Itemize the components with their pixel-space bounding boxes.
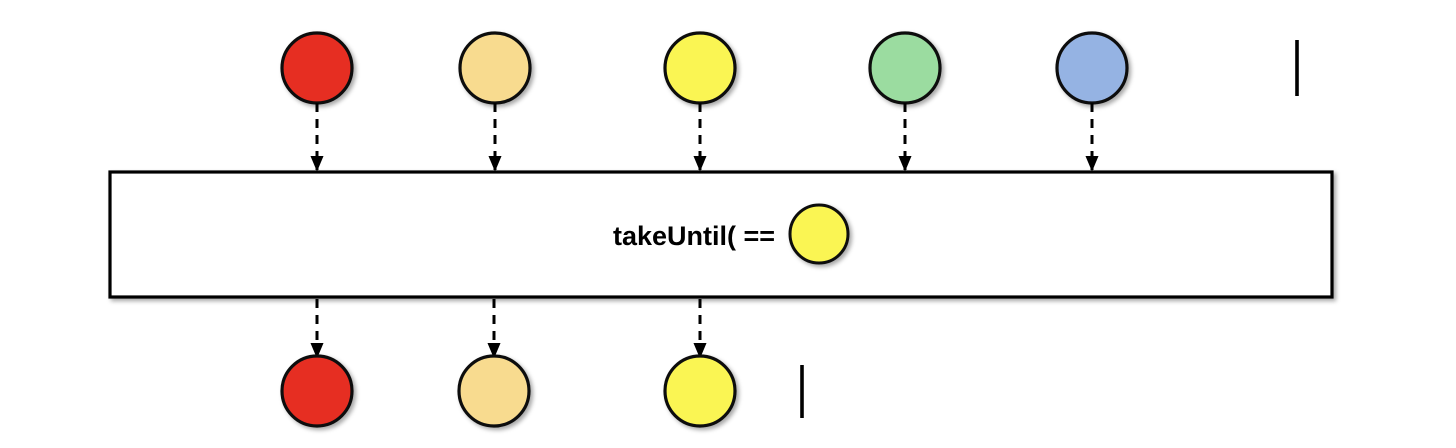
output-arrows-group — [310, 299, 707, 359]
source-marble-5-circle[interactable] — [1055, 31, 1129, 105]
source-marble-1[interactable] — [280, 31, 354, 105]
result-timeline — [110, 354, 1333, 428]
source-marble-2[interactable] — [458, 31, 532, 105]
result-marble-3-circle[interactable] — [663, 354, 737, 428]
operator-notifier-marble-icon — [788, 203, 850, 265]
result-marble-3[interactable] — [663, 354, 737, 428]
source-timeline — [110, 31, 1333, 105]
source-marble-2-circle[interactable] — [458, 31, 532, 105]
source-marble-3-circle[interactable] — [663, 31, 737, 105]
source-marble-1-circle[interactable] — [280, 31, 354, 105]
result-marble-2-circle[interactable] — [457, 354, 531, 428]
result-marble-1[interactable] — [280, 354, 354, 428]
operator-box-rect[interactable] — [108, 170, 1334, 299]
source-marble-4[interactable] — [868, 31, 942, 105]
result-marble-2[interactable] — [457, 354, 531, 428]
source-marble-5[interactable] — [1055, 31, 1129, 105]
source-marble-4-circle[interactable] — [868, 31, 942, 105]
operator-box-label: takeUntil( == — [613, 221, 775, 251]
result-marble-1-circle[interactable] — [280, 354, 354, 428]
source-marble-3[interactable] — [663, 31, 737, 105]
input-arrows-group — [310, 103, 1099, 172]
operator-box[interactable]: takeUntil( == — [108, 170, 1334, 299]
